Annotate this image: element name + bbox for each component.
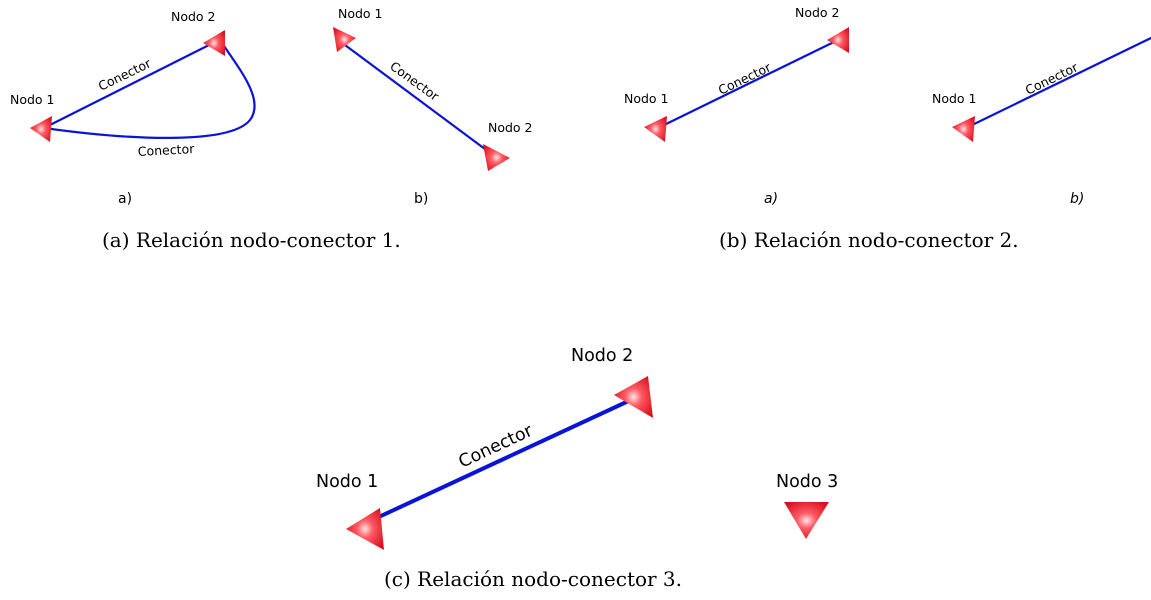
caption-b: (b) Relación nodo-conector 2.: [719, 228, 1019, 252]
node-2-icon: [203, 30, 225, 56]
diagram-b-right: Nodo 1 Conector b): [932, 36, 1151, 207]
node-1-label: Nodo 1: [932, 91, 977, 106]
node-1-label: Nodo 1: [624, 91, 669, 106]
subfigure-c: Nodo 1 Nodo 2 Nodo 3 Conector (c) Relaci…: [316, 346, 838, 591]
connector-label: Conector: [456, 421, 537, 473]
sublabel-a: a): [764, 191, 778, 207]
node-1-label: Nodo 1: [10, 92, 55, 107]
connector-line-top: [42, 41, 215, 130]
node-1-label: Nodo 1: [316, 472, 378, 492]
sublabel-b: b): [414, 191, 428, 207]
connector-line: [366, 396, 637, 524]
subfigure-a: Nodo 1 Nodo 2 Conector Conector a) Nodo …: [10, 6, 533, 252]
node-1-icon: [952, 116, 975, 142]
node-2-label: Nodo 2: [795, 5, 840, 20]
node-2-icon: [614, 376, 653, 418]
node-2-icon: [827, 27, 849, 53]
node-2-label: Nodo 2: [488, 120, 533, 135]
connector-line-bottom: [42, 41, 256, 139]
node-3-icon: [784, 502, 829, 539]
sublabel-b: b): [1070, 191, 1084, 207]
caption-c: (c) Relación nodo-conector 3.: [384, 567, 682, 591]
node-1-icon: [644, 116, 667, 142]
node-1-label: Nodo 1: [338, 6, 383, 21]
diagram-a-left: Nodo 1 Nodo 2 Conector Conector a): [10, 9, 256, 207]
diagram-a-right: Nodo 1 Nodo 2 Conector b): [333, 6, 533, 207]
connector-label: Conector: [1023, 59, 1081, 98]
connector-label-bottom: Conector: [137, 141, 195, 159]
connector-line: [658, 38, 840, 129]
node-2-label: Nodo 2: [571, 346, 633, 366]
diagram-b-left: Nodo 1 Nodo 2 Conector a): [624, 5, 849, 207]
node-1-icon: [333, 27, 356, 52]
node-2-label: Nodo 2: [171, 9, 216, 24]
connector-line: [343, 43, 495, 157]
caption-a: (a) Relación nodo-conector 1.: [102, 228, 401, 252]
node-1-icon: [346, 508, 384, 550]
node-3-label: Nodo 3: [776, 472, 838, 492]
node-2-icon: [483, 144, 510, 171]
sublabel-a: a): [118, 191, 132, 207]
connector-line: [966, 36, 1151, 129]
node-1-icon: [30, 116, 52, 142]
connector-label: Conector: [716, 59, 774, 98]
subfigure-b: Nodo 1 Nodo 2 Conector a) Nodo 1 Conecto…: [624, 5, 1151, 252]
